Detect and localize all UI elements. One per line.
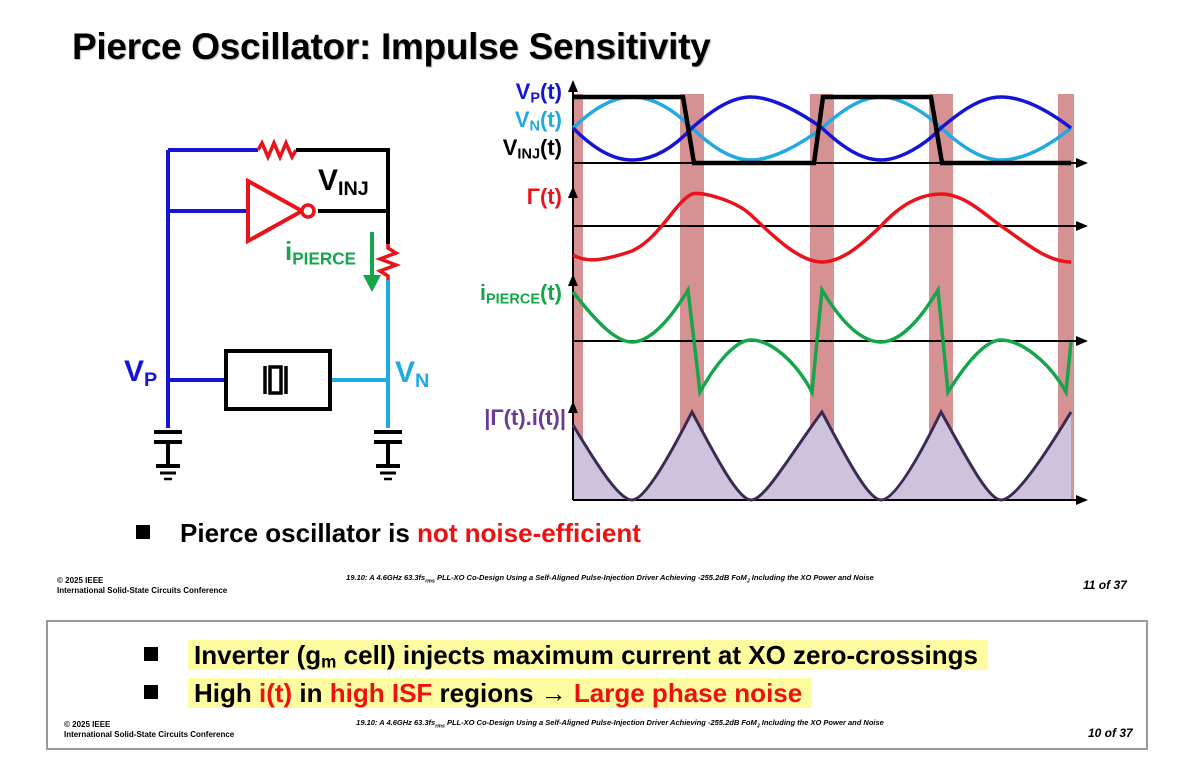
arrow-icon: → xyxy=(540,678,567,708)
crystal-resonator xyxy=(224,349,332,411)
bullet-marker xyxy=(144,685,158,699)
capacitor-right xyxy=(374,430,402,481)
inverter xyxy=(246,177,307,245)
footer-paper-title: 19.10: A 4.6GHz 63.3fsrms PLL-XO Co-Desi… xyxy=(346,573,874,585)
plot-label-isf: Γ(t) xyxy=(526,184,562,209)
plot-label-ipierce: iPIERCE(t) xyxy=(479,280,562,308)
overlay-bullet-1: Inverter (gm cell) injects maximum curre… xyxy=(144,640,988,672)
bullet-marker xyxy=(136,525,150,539)
footer-copyright: © 2025 IEEE International Solid-State Ci… xyxy=(57,576,228,595)
vn-label: VN xyxy=(395,356,430,392)
series-resistor xyxy=(375,244,401,280)
plot-label-vn: VN(t) xyxy=(514,107,562,135)
overlay-footer-copyright: © 2025 IEEE International Solid-State Ci… xyxy=(64,720,235,739)
isf-waveform xyxy=(572,191,1072,264)
footer-page-number: 11 of 37 xyxy=(1083,578,1127,592)
overlay-footer-page-number: 10 of 37 xyxy=(1088,726,1133,740)
capacitor-left xyxy=(154,430,182,481)
product-waveform xyxy=(571,408,1073,502)
axis-arrowheads xyxy=(568,80,1088,505)
vp-label: VP xyxy=(124,355,158,391)
overlay-footer-paper-title: 19.10: A 4.6GHz 63.3fsrms PLL-XO Co-Desi… xyxy=(356,718,884,730)
current-arrow xyxy=(363,232,381,292)
vinj-label: VINJ xyxy=(318,164,369,200)
overlay-bullet-2: High i(t) in high ISF regions → Large ph… xyxy=(144,678,813,709)
ipierce-label: iPIERCE xyxy=(285,236,357,269)
plot-label-vinj: VINJ(t) xyxy=(502,135,562,163)
pierce-schematic xyxy=(154,138,402,481)
vinj-waveform xyxy=(573,94,1071,166)
vp-waveform xyxy=(571,95,1073,162)
plot-label-product: |Γ(t).i(t)| xyxy=(484,405,566,430)
overlay-panel: Inverter (gm cell) injects maximum curre… xyxy=(46,620,1148,750)
plot-label-vp: VP(t) xyxy=(515,79,562,107)
slide-bullet: Pierce oscillator is not noise-efficient xyxy=(136,518,641,549)
ipierce-waveform xyxy=(571,284,1073,398)
waveform-plots xyxy=(568,80,1088,505)
bullet-marker xyxy=(144,647,158,661)
slide-title: Pierce Oscillator: Impulse Sensitivity xyxy=(72,26,711,67)
feedback-resistor xyxy=(256,138,298,162)
product-area xyxy=(573,412,1071,500)
